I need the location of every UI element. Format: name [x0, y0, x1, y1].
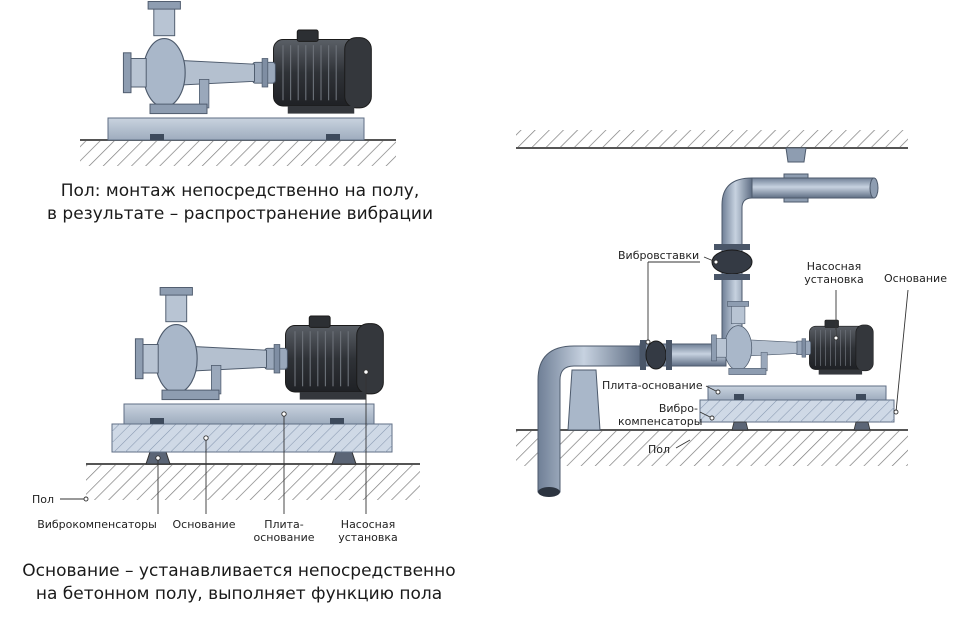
diagram-b-foundation-mount: [60, 286, 420, 514]
diagram-b-label-vibration-isolators: Виброкомпенсаторы: [37, 518, 157, 531]
diagram-c-label-isolators-line1: Вибро-: [658, 402, 698, 415]
diagram-c-suspended-piping: [516, 130, 909, 497]
diagram-b-caption-line1: Основание – устанавливается непосредстве…: [22, 561, 456, 581]
diagram-b-label-foundation: Основание: [172, 518, 236, 531]
diagram-b-label-base-plate-line2: основание: [253, 531, 315, 544]
diagram-a-caption: Пол: монтаж непосредственно на полу, в р…: [40, 180, 440, 226]
diagram-b-label-base-plate-line1: Плита-: [264, 518, 304, 531]
diagram-c-label-pump-unit-line1: Насосная: [806, 260, 862, 273]
diagram-c-label-pump-unit-line2: установка: [804, 273, 864, 286]
diagram-c-label-vibration-inserts: Вибровставки: [618, 249, 700, 262]
diagram-c-label-isolators-line2: компенсаторы: [618, 415, 703, 428]
diagram-c-label-floor: Пол: [648, 443, 671, 456]
diagram-c-label-foundation: Основание: [884, 272, 947, 285]
diagram-a-caption-line1: Пол: монтаж непосредственно на полу,: [60, 181, 420, 201]
diagram-a-floor-mount: [80, 0, 396, 166]
diagram-b-label-floor: Пол: [32, 493, 55, 506]
diagram-b-caption-line2: на бетонном полу, выполняет функцию пола: [35, 584, 443, 604]
diagram-c-label-pump-unit: Насосная установка: [798, 260, 870, 286]
diagram-c-label-isolators: Вибро- компенсаторы: [618, 402, 703, 428]
diagram-b-label-pump-unit-line1: Насосная: [340, 518, 396, 531]
diagram-b-label-pump-unit-line2: установка: [338, 531, 398, 544]
diagram-b-label-pump-unit: Насосная установка: [332, 518, 404, 544]
diagram-b-caption: Основание – устанавливается непосредстве…: [14, 560, 464, 606]
diagram-a-caption-line2: в результате – распространение вибрации: [47, 204, 433, 224]
diagram-c-label-base-plate: Плита-основание: [602, 379, 703, 392]
diagram-b-label-base-plate: Плита- основание: [248, 518, 320, 544]
